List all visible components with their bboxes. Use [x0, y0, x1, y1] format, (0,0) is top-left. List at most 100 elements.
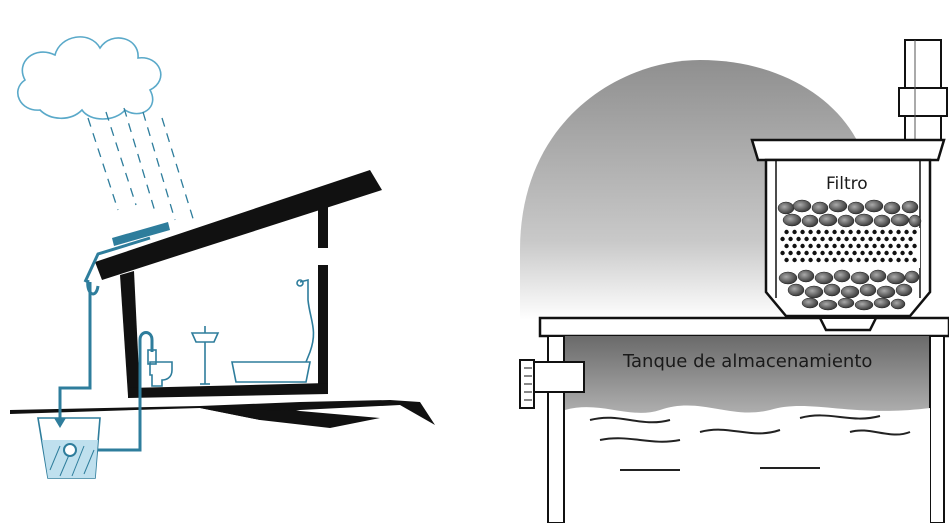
sand-dot	[784, 244, 788, 248]
sand-dot	[824, 230, 828, 234]
sand-dot	[904, 258, 908, 262]
sand-dot	[880, 258, 884, 262]
bathtub-icon	[232, 362, 310, 382]
sand-dot	[844, 251, 848, 255]
house-right-wall-lower	[318, 265, 328, 387]
sand-dot	[864, 244, 868, 248]
sand-dot	[812, 251, 816, 255]
sand-dot	[848, 244, 852, 248]
sand-dot	[848, 230, 852, 234]
sand-dot	[876, 237, 880, 241]
sand-dot	[884, 251, 888, 255]
cloud-icon	[18, 37, 161, 119]
sand-dot	[796, 251, 800, 255]
sand-dot	[808, 230, 812, 234]
pump-icon	[64, 444, 76, 456]
sand-dot	[796, 237, 800, 241]
sand-dot	[808, 244, 812, 248]
sand-dot	[860, 251, 864, 255]
sand-dot	[824, 258, 828, 262]
sand-dot	[820, 237, 824, 241]
sand-dot	[896, 244, 900, 248]
sand-dot	[860, 237, 864, 241]
sand-dot	[872, 230, 876, 234]
bathroom-fixtures	[148, 280, 313, 386]
shower-icon	[300, 280, 313, 362]
house-right-wall-upper	[318, 200, 328, 248]
sand-dot	[812, 237, 816, 241]
sand-dot	[840, 258, 844, 262]
sand-dot	[884, 237, 888, 241]
sand-dot	[832, 230, 836, 234]
sand-dot	[896, 230, 900, 234]
sand-dot	[896, 258, 900, 262]
sand-dot	[900, 251, 904, 255]
sand-dot	[792, 230, 796, 234]
sand-dot	[788, 237, 792, 241]
tank-label: Tanque de almacenamiento	[623, 351, 872, 372]
sand-dot	[872, 244, 876, 248]
sand-dot	[816, 244, 820, 248]
return-pipe	[70, 333, 152, 451]
sand-dot	[824, 244, 828, 248]
sand-dot	[784, 230, 788, 234]
sand-dot	[892, 251, 896, 255]
sand-dot	[852, 251, 856, 255]
sand-dot	[832, 258, 836, 262]
sand-dot	[832, 244, 836, 248]
sand-dot	[856, 230, 860, 234]
sand-dot	[852, 237, 856, 241]
water-surface	[565, 405, 930, 523]
house-diagram	[10, 37, 435, 478]
sand-dot	[792, 258, 796, 262]
sand-dot	[800, 258, 804, 262]
sand-dot	[908, 237, 912, 241]
toilet-icon	[150, 362, 172, 386]
sand-dot	[840, 230, 844, 234]
sand-dot	[904, 230, 908, 234]
sand-dot	[864, 258, 868, 262]
sand-dot	[912, 244, 916, 248]
sand-dot	[840, 244, 844, 248]
house-left-wall	[120, 271, 140, 396]
sand-dot	[848, 258, 852, 262]
downpipe-arrow	[54, 418, 66, 428]
sand-dot	[856, 244, 860, 248]
sand-dot	[908, 251, 912, 255]
sand-dot	[876, 251, 880, 255]
sand-dot	[868, 251, 872, 255]
sand-dot	[828, 237, 832, 241]
filter-tank-diagram	[520, 40, 949, 523]
sand-dot	[784, 258, 788, 262]
sand-dot	[872, 258, 876, 262]
tank-right-wall	[930, 336, 944, 523]
sand-dot	[864, 230, 868, 234]
sand-dot	[836, 251, 840, 255]
rain-lines	[88, 108, 195, 225]
underground-cistern	[38, 418, 100, 478]
sand-dot	[856, 258, 860, 262]
sand-dot	[888, 244, 892, 248]
sink-icon	[192, 333, 218, 342]
sand-dot	[816, 258, 820, 262]
sand-dot	[888, 258, 892, 262]
roof	[95, 170, 382, 280]
sand-dot	[904, 244, 908, 248]
sand-dot	[816, 230, 820, 234]
sand-dot	[880, 230, 884, 234]
tank-top-slab	[540, 318, 949, 336]
sand-dot	[844, 237, 848, 241]
sand-dot	[880, 244, 884, 248]
sand-dot	[828, 251, 832, 255]
sand-dot	[792, 244, 796, 248]
ground-slab-underside	[200, 408, 380, 428]
sand-dot	[780, 237, 784, 241]
sand-dot	[912, 230, 916, 234]
sand-dot	[888, 230, 892, 234]
sand-dot	[868, 237, 872, 241]
sand-dot	[808, 258, 812, 262]
sand-dot	[804, 251, 808, 255]
inlet-pipe	[899, 40, 947, 140]
filter-lid	[752, 140, 944, 160]
